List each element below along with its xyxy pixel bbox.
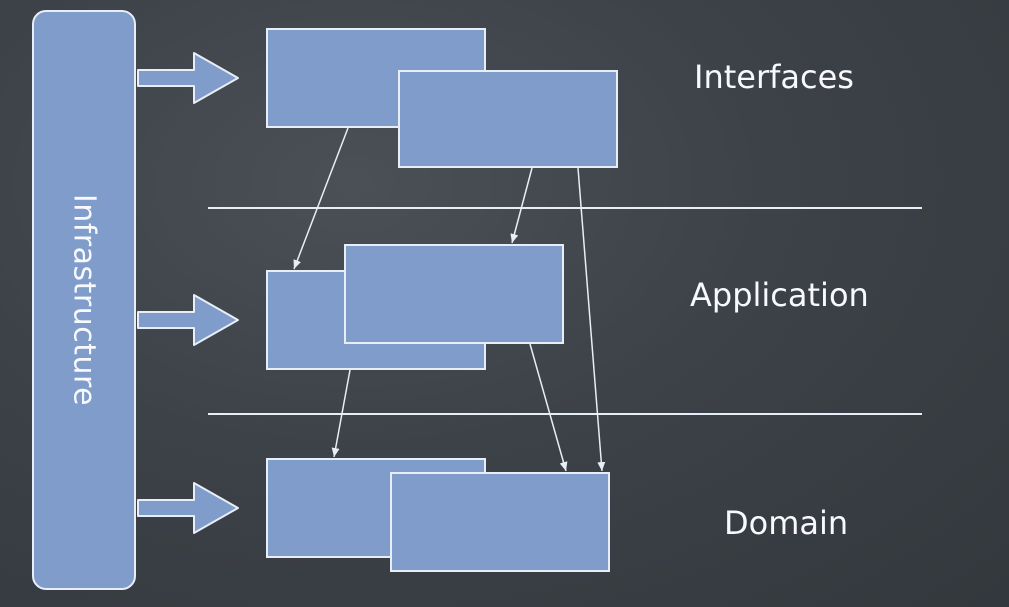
application-box-front <box>344 244 564 344</box>
dep-arrow-application-to-domain-right <box>529 343 568 472</box>
infrastructure-block <box>32 10 136 590</box>
dep-arrow-application-to-domain-left <box>331 369 351 458</box>
infra-arrow-interfaces <box>137 52 239 104</box>
interfaces-box-front <box>398 70 618 168</box>
dep-arrow-interfaces-to-application-right <box>510 167 533 244</box>
infra-arrow-domain <box>137 482 239 534</box>
dep-arrow-interfaces-to-domain <box>577 167 606 472</box>
layer-label-domain: Domain <box>724 504 849 542</box>
layer-label-application: Application <box>690 276 869 314</box>
domain-box-front <box>390 472 610 572</box>
layer-label-interfaces: Interfaces <box>694 58 854 96</box>
infra-arrow-application <box>137 294 239 346</box>
dep-arrow-interfaces-to-application-left <box>293 127 349 270</box>
